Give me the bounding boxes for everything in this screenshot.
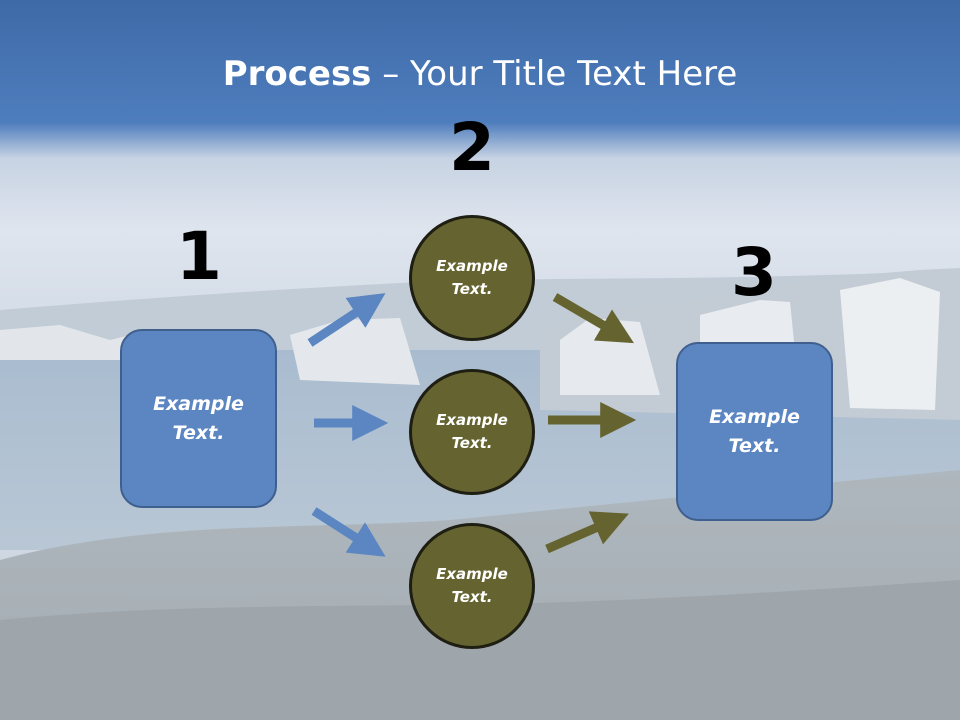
step-2-circle-bottom: Example Text.: [409, 523, 535, 649]
step-3-text: Example Text.: [709, 405, 800, 457]
step-2-text-bottom: Example Text.: [436, 565, 508, 606]
title-rest: – Your Title Text Here: [371, 54, 738, 94]
step-3-box: Example Text.: [676, 342, 833, 521]
step-2-circle-middle: Example Text.: [409, 369, 535, 495]
step-3-number: 3: [731, 234, 777, 311]
step-2-text-middle: Example Text.: [436, 411, 508, 452]
slide-title: Process – Your Title Text Here: [0, 52, 960, 96]
title-bold: Process: [222, 54, 372, 94]
step-1-box: Example Text.: [120, 329, 277, 508]
step-2-text-top: Example Text.: [436, 257, 508, 298]
step-1-number: 1: [176, 218, 222, 295]
step-2-number: 2: [449, 109, 495, 186]
step-1-text: Example Text.: [153, 392, 244, 444]
step-2-circle-top: Example Text.: [409, 215, 535, 341]
